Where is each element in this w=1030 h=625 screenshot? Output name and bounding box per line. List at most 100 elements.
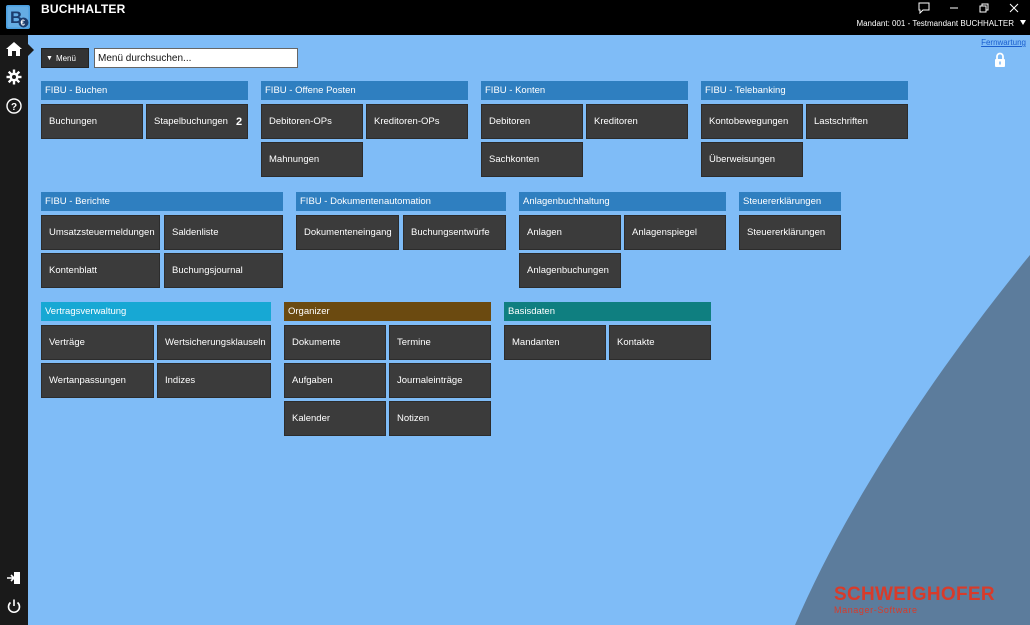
menu-button-label: Menü <box>55 53 76 63</box>
tile-kreditoren-ops[interactable]: Kreditoren-OPs <box>366 104 468 139</box>
tile-dokumenteneingang[interactable]: Dokumenteneingang <box>296 215 399 250</box>
tile-label: Kontakte <box>617 337 655 348</box>
tile-journaleintraege[interactable]: Journaleinträge <box>389 363 491 398</box>
minimize-icon[interactable] <box>946 1 962 15</box>
group-fibu-offene-posten: FIBU - Offene Posten <box>261 81 468 100</box>
tile-anlagenbuchungen[interactable]: Anlagenbuchungen <box>519 253 621 288</box>
group-header: Anlagenbuchhaltung <box>519 192 726 211</box>
tile-buchungsentwuerfe[interactable]: Buchungsentwürfe <box>403 215 506 250</box>
group-header: Vertragsverwaltung <box>41 302 271 321</box>
tile-kalender[interactable]: Kalender <box>284 401 386 436</box>
tile-label: Debitoren <box>489 116 531 127</box>
menu-button[interactable]: ▼ Menü <box>41 48 89 68</box>
group-fibu-telebanking: FIBU - Telebanking <box>701 81 908 100</box>
tile-lastschriften[interactable]: Lastschriften <box>806 104 908 139</box>
window-controls <box>916 0 1022 16</box>
tile-buchungsjournal[interactable]: Buchungsjournal <box>164 253 283 288</box>
tile-kontakte[interactable]: Kontakte <box>609 325 711 360</box>
group-fibu-berichte: FIBU - Berichte <box>41 192 283 211</box>
group-header: Steuererklärungen <box>739 192 841 211</box>
feedback-icon[interactable] <box>916 1 932 15</box>
close-icon[interactable] <box>1006 1 1022 15</box>
group-header: FIBU - Berichte <box>41 192 283 211</box>
help-icon[interactable]: ? <box>4 96 24 116</box>
group-basisdaten: Basisdaten <box>504 302 711 321</box>
group-organizer: Organizer <box>284 302 491 321</box>
tile-wertsicherungsklauseln[interactable]: Wertsicherungsklauseln <box>157 325 271 360</box>
tile-steuererklaerungen[interactable]: Steuererklärungen <box>739 215 841 250</box>
tile-kontenblatt[interactable]: Kontenblatt <box>41 253 160 288</box>
group-fibu-dokumentenautomation: FIBU - Dokumentenautomation <box>296 192 506 211</box>
tile-dokumente[interactable]: Dokumente <box>284 325 386 360</box>
svg-text:?: ? <box>11 102 17 113</box>
sidebar: ? <box>0 35 28 625</box>
tile-mandanten[interactable]: Mandanten <box>504 325 606 360</box>
group-header: FIBU - Offene Posten <box>261 81 468 100</box>
app-logo: B € <box>6 5 30 29</box>
tile-label: Wertanpassungen <box>49 375 126 386</box>
tile-label: Dokumente <box>292 337 341 348</box>
lock-icon[interactable] <box>994 52 1006 68</box>
tile-aufgaben[interactable]: Aufgaben <box>284 363 386 398</box>
remote-support-link[interactable]: Fernwartung <box>981 38 1026 47</box>
tile-label: Mandanten <box>512 337 560 348</box>
tile-label: Buchungsentwürfe <box>411 227 490 238</box>
tile-label: Mahnungen <box>269 154 320 165</box>
tile-label: Debitoren-OPs <box>269 116 332 127</box>
gear-icon[interactable] <box>4 67 24 87</box>
tile-debitoren[interactable]: Debitoren <box>481 104 583 139</box>
tile-label: Steuererklärungen <box>747 227 826 238</box>
tile-label: Anlagenbuchungen <box>527 265 609 276</box>
tile-buchungen[interactable]: Buchungen <box>41 104 143 139</box>
tile-kreditoren[interactable]: Kreditoren <box>586 104 688 139</box>
tile-label: Überweisungen <box>709 154 776 165</box>
tile-anlagen[interactable]: Anlagen <box>519 215 621 250</box>
home-icon[interactable] <box>4 39 24 59</box>
tile-label: Termine <box>397 337 431 348</box>
group-vertragsverwaltung: Vertragsverwaltung <box>41 302 271 321</box>
tile-label: Kontobewegungen <box>709 116 789 127</box>
tile-sachkonten[interactable]: Sachkonten <box>481 142 583 177</box>
mandant-selector[interactable]: Mandant: 001 - Testmandant BUCHHALTER <box>856 19 1014 28</box>
tile-label: Saldenliste <box>172 227 219 238</box>
group-fibu-konten: FIBU - Konten <box>481 81 688 100</box>
brand-logo: SCHWEIGHOFER Manager-Software <box>834 584 995 616</box>
tile-label: Dokumenteneingang <box>304 227 392 238</box>
tile-vertraege[interactable]: Verträge <box>41 325 154 360</box>
brand-name: SCHWEIGHOFER <box>834 584 995 605</box>
tile-ueberweisungen[interactable]: Überweisungen <box>701 142 803 177</box>
group-header: FIBU - Dokumentenautomation <box>296 192 506 211</box>
tile-mahnungen[interactable]: Mahnungen <box>261 142 363 177</box>
tile-debitoren-ops[interactable]: Debitoren-OPs <box>261 104 363 139</box>
group-anlagenbuchhaltung: Anlagenbuchhaltung <box>519 192 726 211</box>
menu-search-input[interactable] <box>94 48 298 68</box>
tile-anlagenspiegel[interactable]: Anlagenspiegel <box>624 215 726 250</box>
tile-umsatzsteuermeldungen[interactable]: Umsatzsteuermeldungen <box>41 215 160 250</box>
tile-label: Journaleinträge <box>397 375 463 386</box>
tile-label: Anlagen <box>527 227 562 238</box>
tile-saldenliste[interactable]: Saldenliste <box>164 215 283 250</box>
group-fibu-buchen: FIBU - Buchen <box>41 81 248 100</box>
power-icon[interactable] <box>4 596 24 616</box>
tile-label: Buchungen <box>49 116 98 127</box>
tile-kontobewegungen[interactable]: Kontobewegungen <box>701 104 803 139</box>
tile-wertanpassungen[interactable]: Wertanpassungen <box>41 363 154 398</box>
restore-icon[interactable] <box>976 1 992 15</box>
tile-label: Indizes <box>165 375 196 386</box>
tile-termine[interactable]: Termine <box>389 325 491 360</box>
group-steuererklaerungen: Steuererklärungen <box>739 192 841 211</box>
chevron-down-icon[interactable] <box>1020 20 1026 25</box>
tile-indizes[interactable]: Indizes <box>157 363 271 398</box>
tile-notizen[interactable]: Notizen <box>389 401 491 436</box>
caret-down-icon: ▼ <box>46 54 53 62</box>
group-header: FIBU - Telebanking <box>701 81 908 100</box>
tile-label: Anlagenspiegel <box>632 227 697 238</box>
tile-label: Kreditoren-OPs <box>374 116 440 127</box>
tile-label: Verträge <box>49 337 85 348</box>
brand-tagline: Manager-Software <box>834 605 918 615</box>
logout-icon[interactable] <box>4 568 24 588</box>
group-header: Organizer <box>284 302 491 321</box>
tile-label: Sachkonten <box>489 154 540 165</box>
svg-text:€: € <box>21 19 26 28</box>
